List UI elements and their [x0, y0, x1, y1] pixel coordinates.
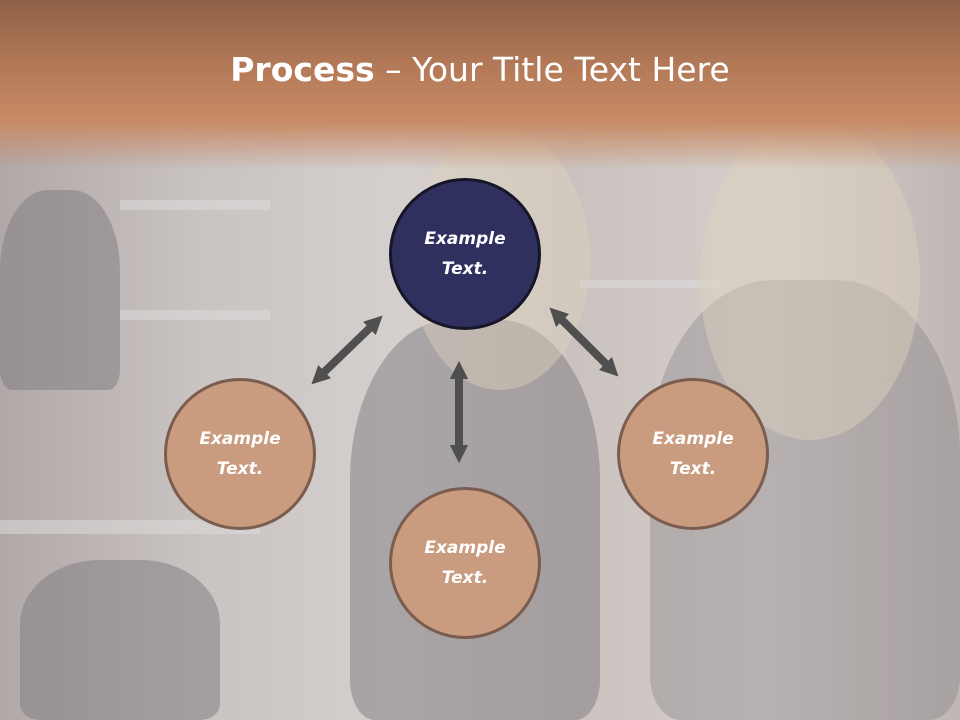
node-left-line1: Example — [199, 429, 281, 449]
process-node-bottom: Example Text. — [389, 487, 541, 639]
process-node-top: Example Text. — [389, 178, 541, 330]
node-top-line2: Text. — [441, 259, 489, 279]
title-bold: Process — [230, 50, 375, 89]
node-right-line1: Example — [652, 429, 734, 449]
node-bottom-line2: Text. — [441, 568, 489, 588]
node-top-line1: Example — [424, 229, 506, 249]
arrow-top-left — [311, 315, 383, 385]
node-left-line2: Text. — [216, 459, 264, 479]
title-rest: – Your Title Text Here — [374, 50, 730, 89]
node-right-line2: Text. — [669, 459, 717, 479]
node-bottom-line1: Example — [424, 538, 506, 558]
process-node-right: Example Text. — [617, 378, 769, 530]
slide-title: Process – Your Title Text Here — [0, 50, 960, 89]
arrow-top-right — [549, 307, 619, 377]
title-band — [0, 0, 960, 170]
process-node-left: Example Text. — [164, 378, 316, 530]
